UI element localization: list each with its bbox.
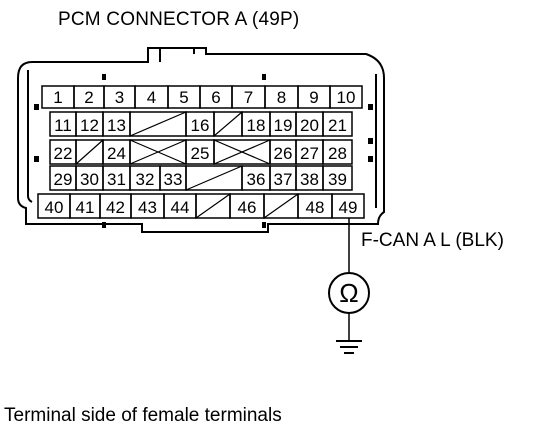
terminal-number: 24 — [107, 144, 126, 163]
wire-label: F-CAN A L (BLK) — [361, 230, 504, 251]
cavity-diagonal — [129, 111, 187, 137]
terminal-number: 28 — [328, 144, 347, 163]
terminal-number: 41 — [76, 198, 95, 217]
blank-terminal-cavity — [185, 165, 243, 191]
cavity-diagonal — [185, 165, 243, 191]
blank-terminal-cavity — [129, 139, 187, 165]
terminal-number: 31 — [107, 170, 126, 189]
terminal-number: 21 — [328, 116, 347, 135]
terminal-number: 19 — [274, 116, 293, 135]
terminal-number: 12 — [80, 116, 99, 135]
blank-terminal-cavity — [213, 139, 271, 165]
terminal-number: 43 — [138, 198, 157, 217]
terminal-number: 13 — [107, 116, 126, 135]
terminal-number: 9 — [309, 88, 318, 107]
terminal-number: 37 — [274, 170, 293, 189]
cavity-diagonal — [213, 111, 243, 137]
connector-latches — [34, 74, 373, 228]
terminal-number: 42 — [106, 198, 125, 217]
terminal-number: 1 — [53, 88, 62, 107]
terminal-number: 22 — [54, 144, 73, 163]
terminal-cell — [322, 139, 353, 165]
ohm-symbol: Ω — [339, 278, 358, 308]
terminal-number: 48 — [306, 198, 325, 217]
terminal-number: 2 — [84, 88, 93, 107]
terminal-number: 36 — [247, 170, 266, 189]
blank-terminal-cavity — [213, 111, 243, 137]
blank-terminal-cavity — [129, 111, 187, 137]
blank-terminal-cavity — [195, 193, 231, 219]
cavity-diagonal — [75, 139, 104, 165]
cavity-diagonal — [213, 139, 271, 165]
terminal-number: 33 — [164, 170, 183, 189]
terminal-number: 16 — [191, 116, 210, 135]
terminal-number: 29 — [54, 170, 73, 189]
ground-icon — [336, 340, 362, 354]
terminal-cell — [331, 193, 365, 219]
terminal-number: 20 — [300, 116, 319, 135]
cavity-diagonal — [129, 139, 187, 165]
terminal-number: 6 — [211, 88, 220, 107]
blank-terminal-cavity — [75, 139, 104, 165]
terminal-number: 3 — [115, 88, 124, 107]
terminal-number: 32 — [136, 170, 155, 189]
cavity-diagonal — [195, 193, 231, 219]
terminal-cell — [322, 111, 353, 137]
terminal-number: 7 — [244, 88, 253, 107]
terminal-number: 30 — [80, 170, 99, 189]
cavity-diagonal — [263, 193, 299, 219]
terminal-number: 5 — [179, 88, 188, 107]
terminal-number: 39 — [328, 170, 347, 189]
terminal-number: 46 — [238, 198, 257, 217]
terminal-number: 10 — [337, 88, 356, 107]
terminal-number: 18 — [247, 116, 266, 135]
caption: Terminal side of female terminals — [4, 405, 282, 426]
terminal-number: 49 — [339, 198, 358, 217]
terminal-number: 26 — [274, 144, 293, 163]
terminal-cell — [322, 165, 353, 191]
terminal-number: 8 — [277, 88, 286, 107]
terminal-number: 27 — [300, 144, 319, 163]
connector-housing — [17, 47, 385, 233]
terminal-number: 40 — [45, 198, 64, 217]
probe-wire — [328, 218, 370, 340]
terminal-number: 38 — [300, 170, 319, 189]
terminal-number: 11 — [54, 116, 72, 135]
terminal-cell — [329, 85, 363, 109]
connector-title: PCM CONNECTOR A (49P) — [58, 9, 300, 30]
terminal-number: 4 — [147, 88, 156, 107]
terminal-number: 25 — [191, 144, 210, 163]
terminal-number: 44 — [171, 198, 190, 217]
blank-terminal-cavity — [263, 193, 299, 219]
